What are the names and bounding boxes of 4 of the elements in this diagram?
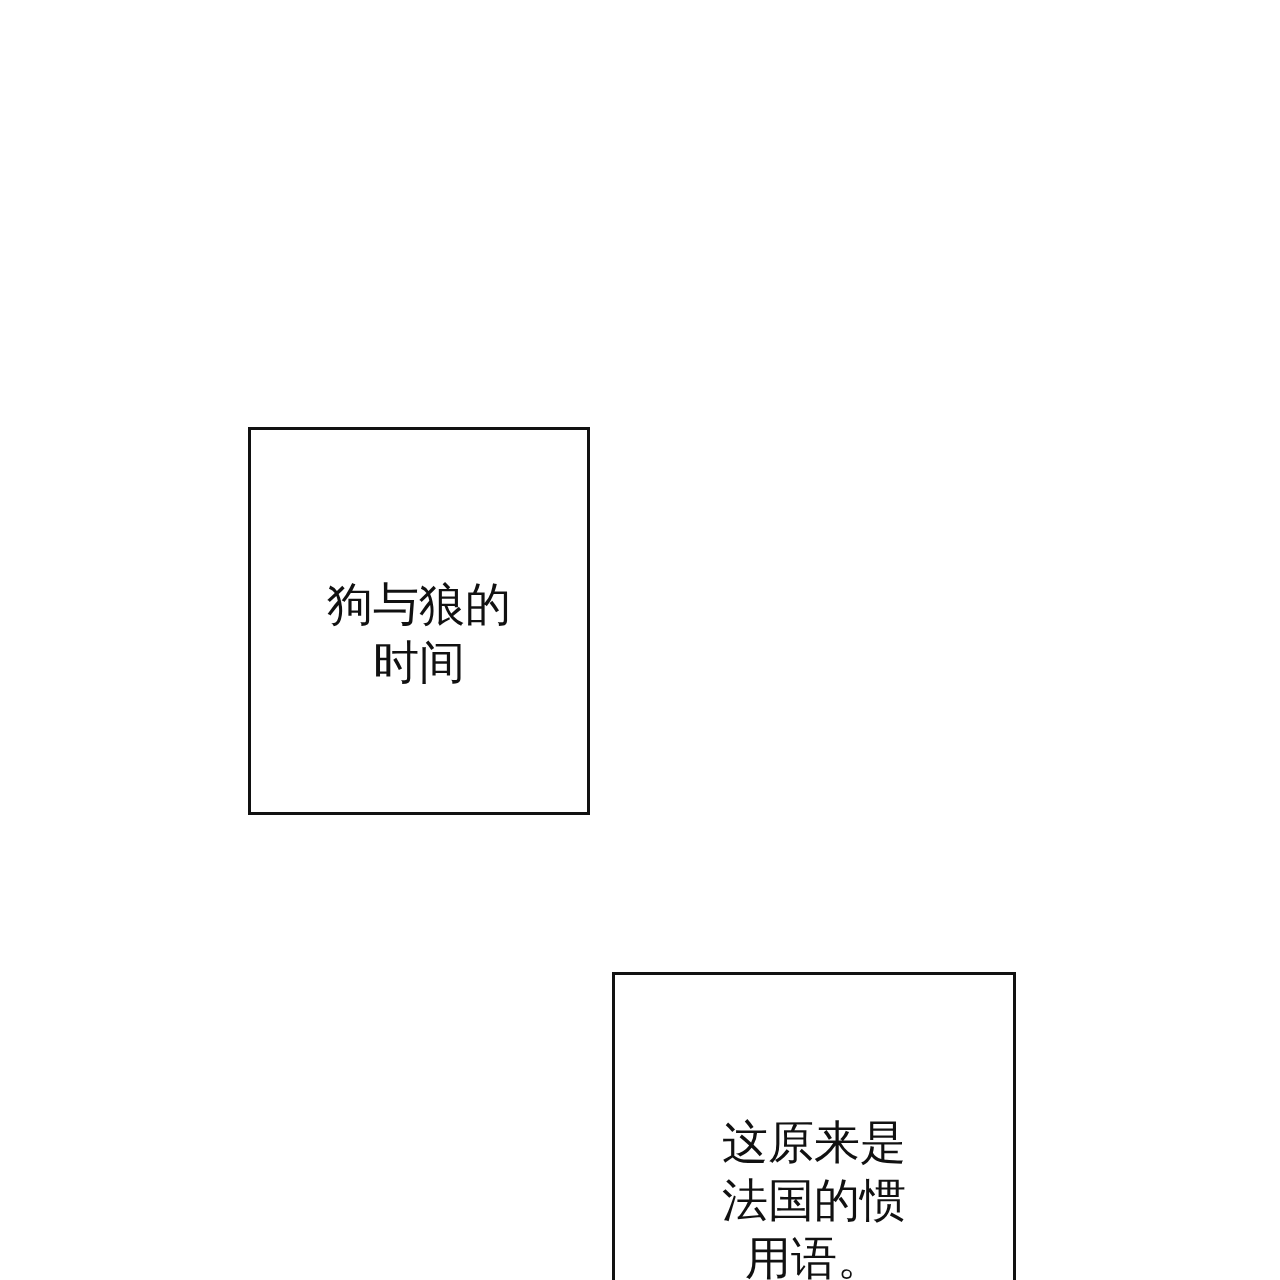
caption-box: [248, 427, 590, 815]
caption-box: [612, 972, 1016, 1280]
caption-text: 这原来是法国的惯用语。: [721, 1114, 907, 1280]
caption-text: 狗与狼的时间: [326, 576, 512, 691]
